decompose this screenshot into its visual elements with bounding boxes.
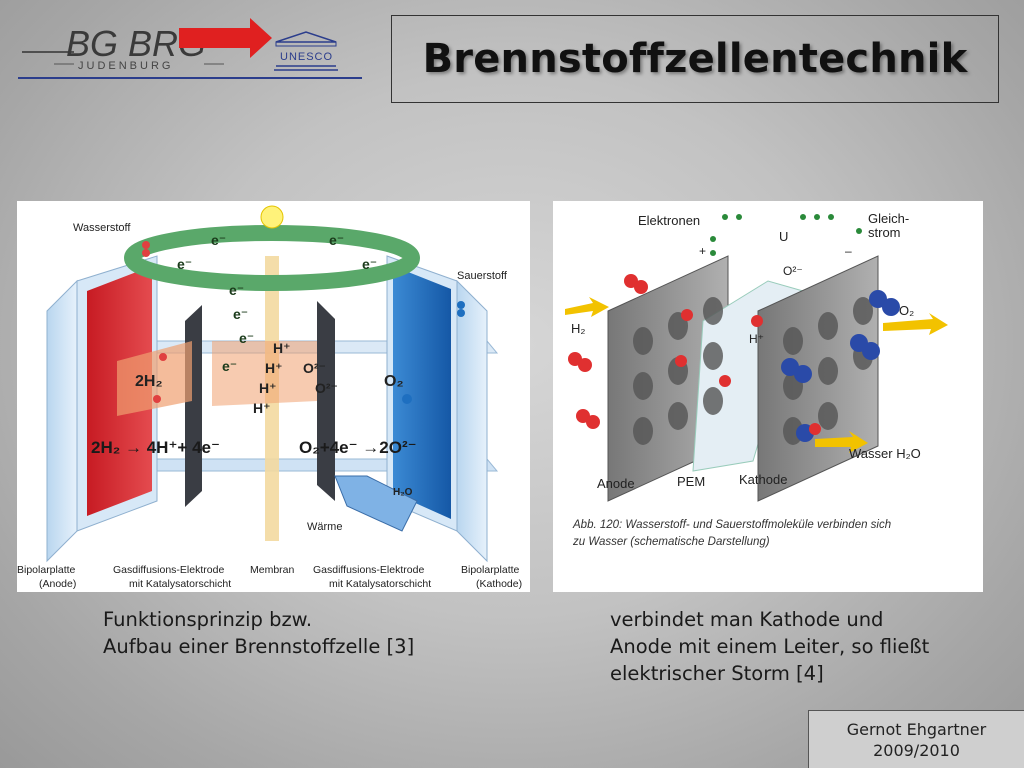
label-wasser: Wasser H₂O xyxy=(849,446,921,461)
caption-right-line: Anode mit einem Leiter, so fließt xyxy=(610,635,930,658)
electron-label: e⁻ xyxy=(239,330,254,346)
electron-label: e⁻ xyxy=(233,306,248,322)
label-h2o: H₂O xyxy=(393,487,413,498)
label-kathode: Kathode xyxy=(739,472,787,487)
red-arrow-icon xyxy=(179,18,272,58)
legend-gde-right-sub: mit Katalysatorschicht xyxy=(329,578,431,590)
reaction-anode: 2H₂ → 4H⁺+ 4e⁻ xyxy=(91,438,220,457)
label-elektronen: Elektronen xyxy=(638,213,700,228)
school-logo: BG BRG JUDENBURG UNESCO xyxy=(14,14,364,84)
legend-gde-left: Gasdiffusions-Elektrode xyxy=(113,564,224,576)
legend-gde-right: Gasdiffusions-Elektrode xyxy=(313,564,424,576)
label-pem: PEM xyxy=(677,474,705,489)
label-o2minus: O²⁻ xyxy=(783,264,803,278)
label-wasserstoff: Wasserstoff xyxy=(73,222,131,234)
electron-label: e⁻ xyxy=(229,282,244,298)
oxide-label: O²⁻ xyxy=(303,360,326,376)
proton-label: H⁺ xyxy=(265,360,283,376)
proton-label: H⁺ xyxy=(273,340,291,356)
caption-right-line: verbindet man Kathode und xyxy=(610,608,884,631)
label-waerme: Wärme xyxy=(307,521,342,533)
caption-right-line: elektrischer Storm [4] xyxy=(610,662,824,685)
pem-schematic: Elektronen U Gleich- strom + – xyxy=(553,201,983,592)
figure-caption-1: Abb. 120: Wasserstoff- und Sauerstoffmol… xyxy=(572,519,891,531)
caption-left-line: Funktionsprinzip bzw. xyxy=(103,608,313,631)
conductor-ring xyxy=(124,225,420,291)
slide-title: Brennstoffzellentechnik xyxy=(422,36,968,82)
label-gleichstrom-2: strom xyxy=(868,225,901,240)
cathode-plate xyxy=(393,266,451,519)
legend-membrane: Membran xyxy=(250,564,295,576)
author-box: Gernot Ehgartner 2009/2010 xyxy=(808,710,1024,768)
electron-label: e⁻ xyxy=(329,232,344,248)
label-o2: O₂ xyxy=(384,373,404,390)
water-arrow-icon xyxy=(815,431,868,453)
unesco-icon: UNESCO xyxy=(274,31,338,71)
caption-right: verbindet man Kathode und Anode mit eine… xyxy=(610,606,929,687)
caption-left: Funktionsprinzip bzw. Aufbau einer Brenn… xyxy=(103,606,414,660)
label-o2: O₂ xyxy=(899,303,914,318)
legend-bipolar-anode: Bipolarplatte xyxy=(17,564,76,576)
title-box: Brennstoffzellentechnik xyxy=(391,15,999,103)
caption-left-line: Aufbau einer Brennstoffzelle [3] xyxy=(103,635,415,658)
electron-label: e⁻ xyxy=(211,232,226,248)
electron-label: e⁻ xyxy=(222,358,237,374)
electron-label: e⁻ xyxy=(177,256,192,272)
author-name: Gernot Ehgartner xyxy=(846,719,987,739)
label-hplus: H⁺ xyxy=(749,332,764,346)
label-anode: Anode xyxy=(597,476,635,491)
proton-label: H⁺ xyxy=(253,400,271,416)
fuel-cell-diagram: e⁻ e⁻ e⁻ e⁻ e⁻ e⁻ e⁻ e⁻ H⁺ H⁺ H⁺ H⁺ O²⁻ … xyxy=(17,201,530,592)
figure-caption-2: zu Wasser (schematische Darstellung) xyxy=(572,536,770,548)
label-2h2: 2H₂ xyxy=(135,373,163,390)
o2-arrow-icon xyxy=(883,313,948,335)
svg-text:UNESCO: UNESCO xyxy=(280,51,333,63)
legend-gde-left-sub: mit Katalysatorschicht xyxy=(129,578,231,590)
electron-label: e⁻ xyxy=(362,256,377,272)
logo-city-text: JUDENBURG xyxy=(78,60,173,72)
label-minus: – xyxy=(845,244,852,258)
label-h2: H₂ xyxy=(571,321,585,336)
reaction-cathode: O₂+4e⁻ →2O²⁻ xyxy=(299,438,417,457)
oxide-label: O²⁻ xyxy=(315,380,338,396)
proton-label: H⁺ xyxy=(259,380,277,396)
lightbulb-icon xyxy=(260,205,284,229)
label-plus: + xyxy=(699,244,706,258)
label-gleichstrom-1: Gleich- xyxy=(868,211,909,226)
label-sauerstoff: Sauerstoff xyxy=(457,270,508,282)
label-u: U xyxy=(779,229,788,244)
legend-bipolar-cathode-sub: (Kathode) xyxy=(476,578,522,590)
author-year: 2009/2010 xyxy=(873,740,960,760)
legend-bipolar-anode-sub: (Anode) xyxy=(39,578,76,590)
h2-arrow-icon xyxy=(565,297,609,317)
legend-bipolar-cathode: Bipolarplatte xyxy=(461,564,520,576)
